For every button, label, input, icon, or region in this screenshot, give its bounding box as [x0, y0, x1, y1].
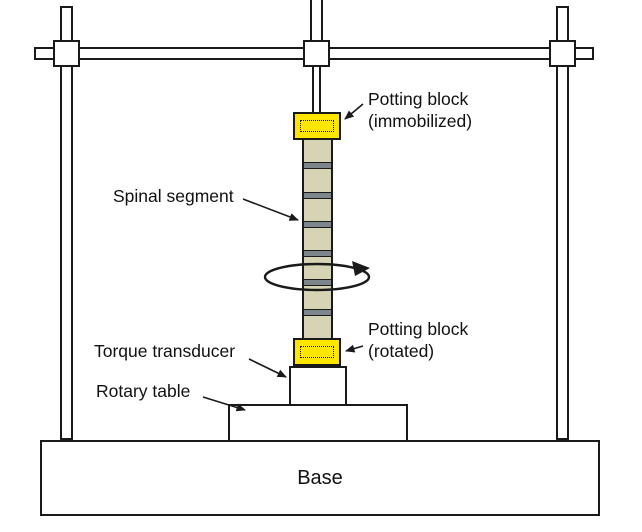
embedded-specimen-dotted-outline — [300, 120, 334, 132]
vertebra — [304, 169, 331, 192]
potting-block-rotated — [293, 338, 341, 366]
base-block: Base — [40, 440, 600, 516]
vertebra — [304, 140, 331, 163]
vertebra — [304, 315, 331, 338]
vertebra — [304, 198, 331, 221]
label-potting-block-rotated: Potting block (rotated) — [368, 318, 468, 362]
intervertebral-disc — [304, 279, 331, 287]
label-rotary-table: Rotary table — [96, 380, 190, 402]
label-potting-block-immobilized: Potting block (immobilized) — [368, 88, 472, 132]
label-line: (immobilized) — [368, 111, 473, 131]
frame-post-right — [556, 6, 569, 440]
frame-connector-left — [53, 40, 80, 67]
label-line: Rotary table — [96, 381, 191, 401]
frame-post-left — [60, 6, 73, 440]
vertebra — [304, 286, 331, 309]
vertebra — [304, 227, 331, 251]
label-line: Potting block — [368, 89, 469, 109]
label-torque-transducer: Torque transducer — [94, 340, 235, 362]
label-line: Spinal segment — [113, 186, 234, 206]
vertebra — [304, 257, 331, 280]
embedded-specimen-dotted-outline — [300, 346, 334, 358]
intervertebral-disc — [304, 308, 331, 316]
intervertebral-disc — [304, 250, 331, 258]
label-spinal-segment: Spinal segment — [113, 185, 234, 207]
label-line: (rotated) — [368, 341, 435, 361]
label-line: Potting block — [368, 319, 469, 339]
intervertebral-disc — [304, 162, 331, 170]
spinal-segment — [302, 138, 333, 340]
leader-arrow-potting-immobilized — [344, 103, 364, 120]
label-line: Torque transducer — [94, 341, 236, 361]
intervertebral-disc — [304, 220, 331, 228]
torque-transducer-block — [289, 366, 347, 406]
leader-arrow-torque-transducer — [248, 358, 287, 378]
rotary-table-block — [228, 404, 408, 442]
frame-connector-right — [549, 40, 576, 67]
frame-connector-center — [303, 40, 330, 67]
rotation-arrowhead-icon — [352, 261, 370, 276]
leader-arrow-spinal-segment — [242, 198, 299, 221]
leader-arrow-potting-rotated — [345, 344, 364, 353]
intervertebral-disc — [304, 191, 331, 199]
potting-block-immobilized — [293, 112, 341, 140]
base-label: Base — [297, 466, 343, 489]
